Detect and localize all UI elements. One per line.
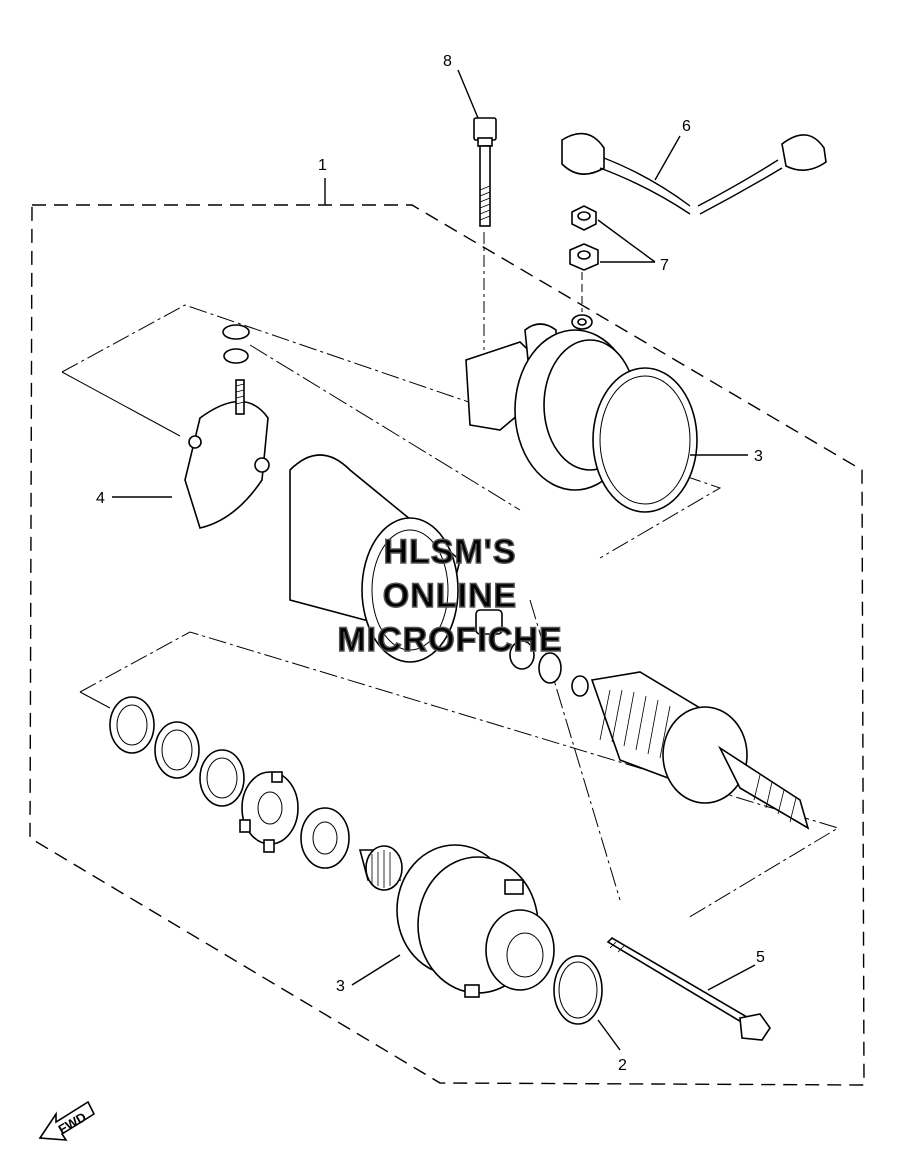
- lock-plate: [239, 771, 299, 853]
- washer-center-a: [509, 640, 535, 670]
- washer-center-b: [538, 652, 562, 684]
- leader-8: [457, 69, 479, 119]
- lower-plane-edge: [79, 691, 111, 709]
- leader-5: [707, 964, 756, 991]
- washer-7c: [571, 314, 593, 330]
- callout-7: 7: [660, 257, 669, 274]
- leader-2: [597, 1019, 621, 1051]
- through-bolt-5: [606, 936, 771, 1041]
- leader-3b: [351, 954, 401, 986]
- yoke-cylinder: [289, 454, 461, 663]
- center-axis-line: [249, 344, 621, 901]
- o-ring-2: [553, 955, 603, 1025]
- nut-7a: [571, 205, 597, 231]
- bearing: [300, 807, 350, 869]
- leader-7: [597, 219, 656, 263]
- fwd-arrow-icon: FWD: [38, 1100, 96, 1141]
- lower-plane-outline: [79, 631, 840, 919]
- lead-wire-6: [561, 132, 827, 215]
- upper-plane-edge: [61, 371, 181, 437]
- callout-5: 5: [756, 949, 765, 966]
- upper-plane-outline: [61, 304, 722, 559]
- callout-4: 4: [96, 490, 105, 507]
- rear-cover: [396, 844, 555, 998]
- callout-3-upper: 3: [754, 448, 763, 465]
- o-ring-3-upper-inner: [599, 375, 691, 505]
- nut-7b: [569, 243, 599, 271]
- bolt-8: [473, 117, 497, 227]
- armature: [571, 671, 810, 830]
- bushing-center: [475, 609, 503, 635]
- watermark-line-2: ONLINE: [383, 577, 517, 615]
- watermark-line-1: HLSM'S: [383, 533, 516, 571]
- callout-3-lower: 3: [336, 978, 345, 995]
- brush-plate-4: [184, 324, 270, 529]
- watermark-line-3: MICROFICHE: [337, 621, 562, 659]
- callout-6: 6: [682, 118, 691, 135]
- callout-2: 2: [618, 1057, 627, 1074]
- o-ring-3-upper: [592, 367, 698, 513]
- callout-1: 1: [318, 157, 327, 174]
- callout-8: 8: [443, 53, 452, 70]
- needle-bearing: [358, 845, 403, 891]
- leader-6: [654, 135, 681, 181]
- assembly-boundary: [29, 204, 865, 1086]
